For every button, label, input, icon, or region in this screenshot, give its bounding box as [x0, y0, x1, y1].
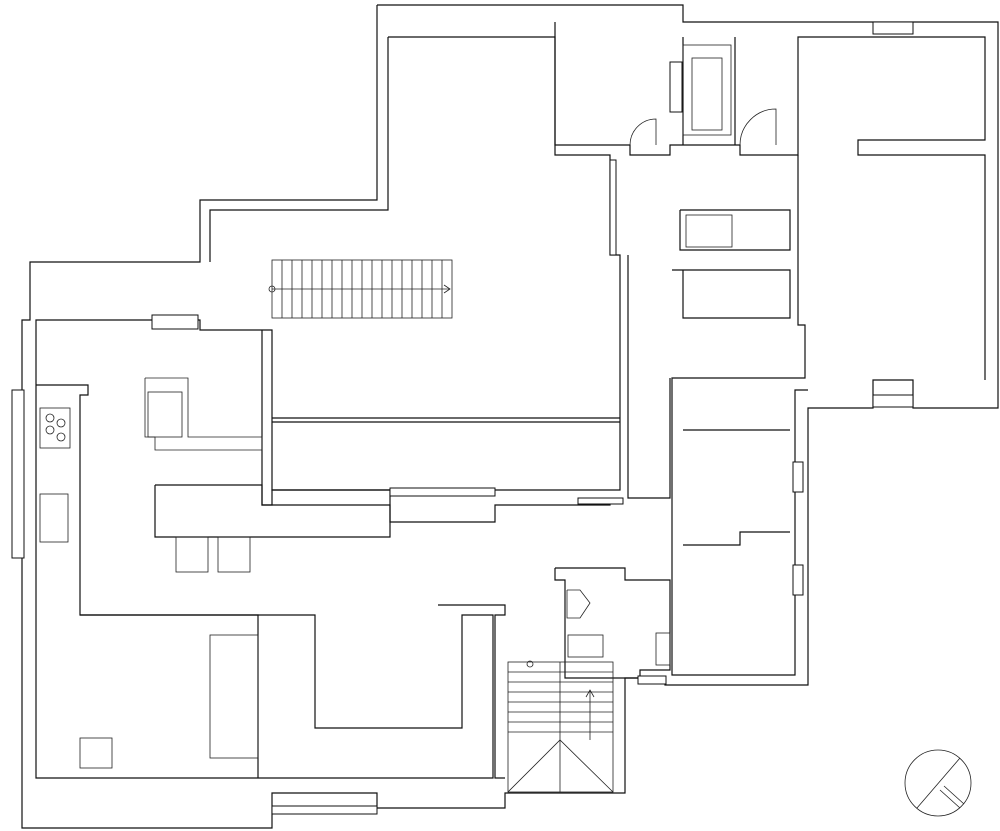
- north-arrow-icon: [904, 749, 972, 817]
- toilet-tank: [567, 634, 604, 658]
- armchair: [79, 737, 113, 769]
- service-room-wall: [554, 567, 671, 679]
- utility-wall: [679, 209, 791, 251]
- stairs-upper: [268, 259, 453, 319]
- corridor-wall: [627, 255, 671, 499]
- bar-stool: [175, 536, 209, 573]
- outer-wall-line: [21, 4, 999, 829]
- partition-wall: [261, 330, 611, 523]
- bathtub: [682, 44, 732, 136]
- stair-wall: [438, 604, 506, 779]
- bedroom-divider: [683, 531, 790, 546]
- toilet: [566, 589, 591, 619]
- utility-wall: [672, 269, 791, 319]
- door-swing: [739, 108, 777, 146]
- north-wing-wall: [554, 22, 986, 380]
- door-swing: [629, 118, 657, 146]
- furniture: [39, 44, 777, 769]
- bar-stool: [217, 536, 251, 573]
- basin: [655, 632, 671, 666]
- cooktop: [39, 407, 71, 449]
- sofa: [209, 634, 259, 759]
- kitchen-sink: [39, 493, 69, 543]
- stairs-lower: [507, 660, 614, 793]
- washbasin: [685, 214, 733, 248]
- windows: [11, 21, 914, 815]
- upper-corridor-wall: [209, 37, 389, 262]
